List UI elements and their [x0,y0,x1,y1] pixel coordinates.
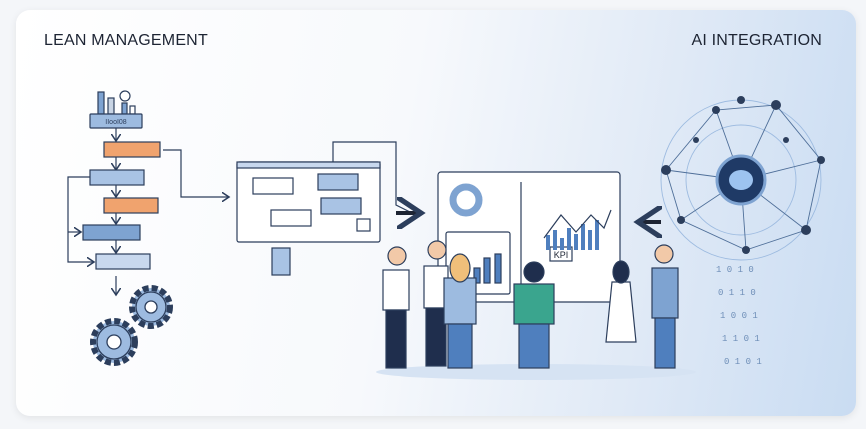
svg-text:1 0 1 0: 1 0 1 0 [716,265,754,275]
dashboard-board: KPI [437,171,621,303]
lean-management-title: LEAN MANAGEMENT [44,32,208,49]
team-people [376,240,696,380]
svg-text:0 1 1 0: 0 1 1 0 [718,288,756,298]
binary-stream: 1 0 1 0 0 1 1 0 1 0 0 1 1 1 0 1 0 1 0 1 [716,265,762,367]
flow-top-box-label: IIooI08 [105,119,127,126]
illustration: IIooI08 [67,90,825,380]
illustration-card: LEAN MANAGEMENT AI INTEGRATION IIooI08 [16,10,856,416]
kpi-label: KPI [554,250,569,260]
ai-integration-title: AI INTEGRATION [691,32,822,49]
svg-text:1 0 0 1: 1 0 0 1 [720,311,758,321]
ai-brain-network [660,96,825,261]
svg-text:0 1 0 1: 0 1 0 1 [724,357,762,367]
process-flowchart: IIooI08 [67,90,229,295]
svg-text:1 1 0 1: 1 1 0 1 [722,334,760,344]
gear-icon [90,285,173,366]
software-window [236,141,417,276]
